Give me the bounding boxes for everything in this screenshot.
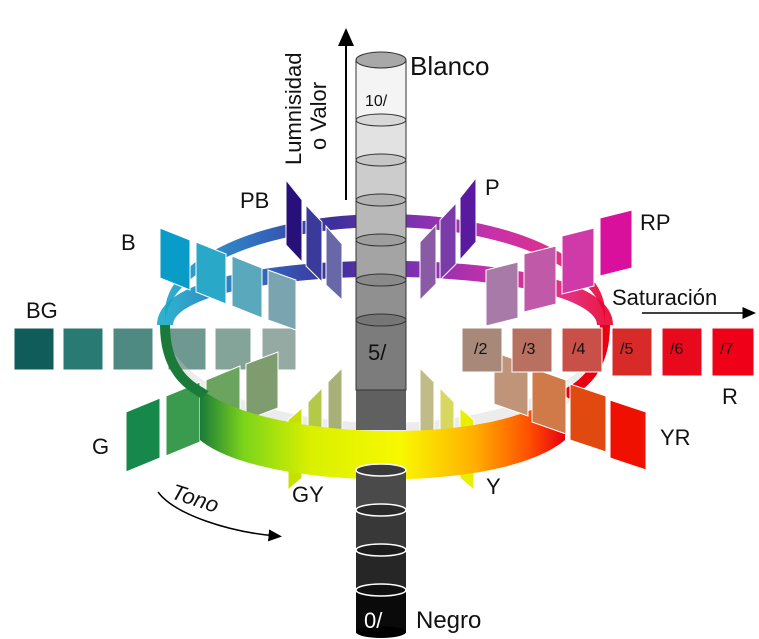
value-axis-label-1: Lumnisidad	[281, 52, 306, 165]
yr-chips	[493, 351, 647, 471]
chroma-2: /2	[474, 341, 487, 358]
hue-label-b: B	[121, 230, 136, 255]
chroma-5: /5	[620, 341, 633, 358]
hue-ring-front	[165, 325, 605, 450]
value-5: 5/	[368, 340, 387, 365]
bg-chips	[13, 327, 297, 371]
value-axis-label-2: o Valor	[306, 82, 331, 150]
hue-label-p: P	[485, 175, 500, 200]
black-label: Negro	[416, 607, 481, 634]
saturation-label: Saturación	[612, 285, 717, 310]
value-column-upper	[355, 51, 407, 391]
hue-ring-band	[200, 388, 565, 480]
hue-label-pb: PB	[240, 188, 269, 213]
hue-label-rp: RP	[640, 210, 671, 235]
chroma-7: /7	[720, 341, 733, 358]
b-chips	[159, 227, 297, 331]
hue-label-gy: GY	[292, 482, 324, 507]
value-10: 10/	[365, 93, 388, 110]
hue-label-yr: YR	[660, 425, 691, 450]
pb-chips	[285, 178, 343, 302]
p-chips	[419, 176, 477, 302]
chroma-3: /3	[522, 341, 535, 358]
hue-label-y: Y	[486, 474, 501, 499]
hue-label-bg: BG	[26, 298, 58, 323]
rp-chips	[485, 209, 633, 327]
value-column-lower	[355, 390, 407, 638]
value-0: 0/	[364, 608, 383, 633]
hue-label-r: R	[722, 384, 738, 409]
chroma-6: /6	[670, 341, 683, 358]
hue-label-g: G	[92, 434, 109, 459]
hue-arrow	[157, 491, 282, 542]
hue-label: Tono	[168, 479, 221, 518]
r-chips	[461, 327, 755, 377]
chroma-4: /4	[572, 341, 585, 358]
white-label: Blanco	[410, 51, 490, 81]
